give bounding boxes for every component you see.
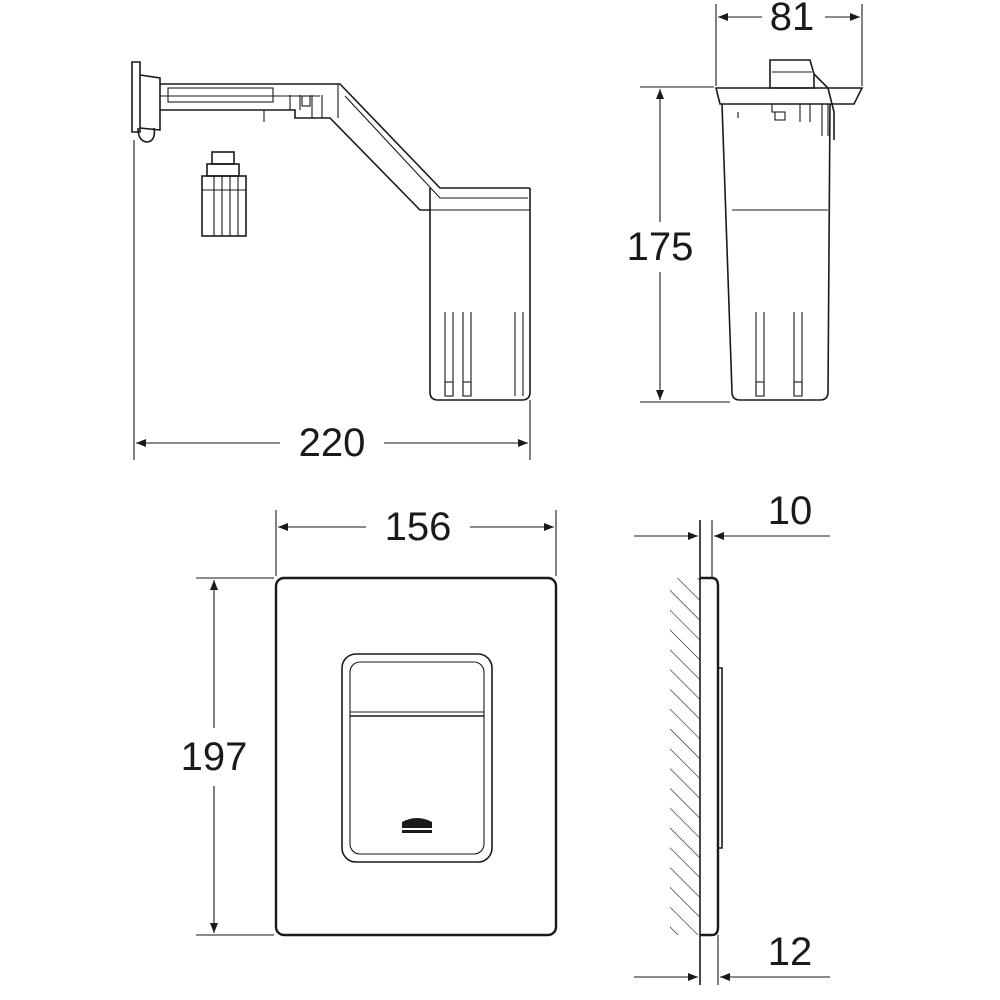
wall-hatching — [670, 578, 700, 935]
dimension-175: 175 — [627, 86, 730, 403]
dim-label-plate-height: 197 — [181, 735, 248, 779]
dim-label-box-width: 81 — [770, 0, 815, 39]
dimension-197: 197 — [181, 577, 274, 936]
dim-label-thickness-top: 10 — [768, 489, 813, 533]
dim-label-plate-width: 156 — [385, 505, 452, 549]
flush-plate-front-view — [274, 576, 558, 937]
dimension-10: 10 — [634, 489, 830, 540]
box-front-view — [714, 59, 864, 401]
dim-label-thickness-bottom: 12 — [768, 930, 813, 974]
dim-label-bracket-width: 220 — [299, 421, 366, 465]
brand-logo-icon — [402, 818, 432, 833]
valve-component — [201, 151, 247, 237]
dim-label-box-height: 175 — [627, 225, 694, 269]
dimension-220: 220 — [133, 140, 531, 465]
bracket-side-view — [131, 61, 531, 401]
flush-plate-side-view — [670, 520, 723, 985]
dimension-156: 156 — [275, 505, 557, 576]
dimension-81: 81 — [715, 0, 863, 86]
dimension-12: 12 — [634, 930, 830, 981]
